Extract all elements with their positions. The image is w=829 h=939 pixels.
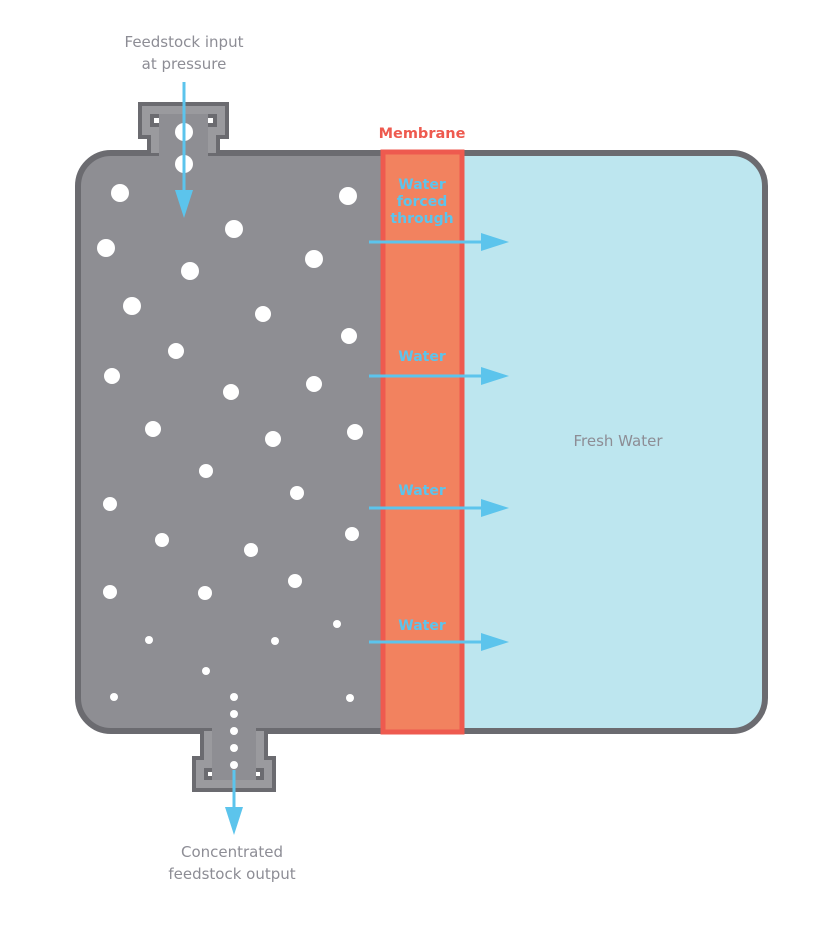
feedstock-input-label: Feedstock input at pressure: [104, 31, 264, 75]
membrane: [380, 149, 465, 735]
feedstock-input-label-line1: Feedstock input: [124, 33, 244, 51]
salt-particle: [305, 250, 323, 268]
water-flow-label: Water: [382, 618, 462, 635]
water-flow-label-line1: Water: [398, 483, 446, 499]
membrane-label: Membrane: [378, 126, 466, 142]
salt-particle: [103, 585, 117, 599]
salt-particle: [341, 328, 357, 344]
salt-particle: [111, 184, 129, 202]
salt-particle: [333, 620, 341, 628]
water-flow-label-line1: Water: [398, 618, 446, 634]
salt-particle: [265, 431, 281, 447]
salt-particle: [123, 297, 141, 315]
water-flow-label: Water: [382, 483, 462, 500]
particles: [97, 123, 363, 769]
salt-particle: [145, 636, 153, 644]
salt-particle: [168, 343, 184, 359]
salt-particle: [230, 693, 238, 701]
salt-particle: [345, 527, 359, 541]
salt-particle: [199, 464, 213, 478]
output-flow-arrow: [225, 770, 243, 835]
water-flow-label-line2: forced: [396, 194, 448, 210]
salt-particle: [230, 727, 238, 735]
fresh-water-label: Fresh Water: [573, 432, 663, 450]
salt-particle: [290, 486, 304, 500]
salt-particle: [347, 424, 363, 440]
salt-particle: [346, 694, 354, 702]
feedstock-output-label-line1: Concentrated: [180, 843, 283, 861]
salt-particle: [230, 744, 238, 752]
salt-particle: [230, 761, 238, 769]
input-flow-arrow: [175, 82, 193, 218]
water-flow-label: Water: [382, 349, 462, 366]
salt-particle: [97, 239, 115, 257]
salt-particle: [145, 421, 161, 437]
salt-particle: [339, 187, 357, 205]
salt-particle: [104, 368, 120, 384]
water-flow-arrow: [369, 633, 509, 651]
water-flow-arrow: [369, 367, 509, 385]
salt-particle: [223, 384, 239, 400]
salt-particle: [288, 574, 302, 588]
feedstock-output-label: Concentrated feedstock output: [152, 841, 312, 885]
salt-particle: [225, 220, 243, 238]
water-flow-arrow: [369, 233, 509, 251]
feedstock-output-label-line2: feedstock output: [168, 865, 296, 883]
salt-particle: [155, 533, 169, 547]
water-flow-label-line1: Water: [398, 349, 446, 365]
salt-particle: [198, 586, 212, 600]
water-flow-label-line3: through: [390, 211, 454, 227]
salt-particle: [271, 637, 279, 645]
arrows: [175, 82, 509, 835]
salt-particle: [306, 376, 322, 392]
water-flow-label: Water forced through: [382, 177, 462, 228]
water-flow-arrow: [369, 499, 509, 517]
salt-particle: [181, 262, 199, 280]
water-flow-label-line1: Water: [398, 177, 446, 193]
salt-particle: [110, 693, 118, 701]
salt-particle: [255, 306, 271, 322]
salt-particle: [202, 667, 210, 675]
feed-chamber: [78, 153, 383, 731]
salt-particle: [244, 543, 258, 557]
salt-particle: [103, 497, 117, 511]
feedstock-input-label-line2: at pressure: [141, 55, 227, 73]
fresh-water-chamber: [383, 153, 765, 731]
salt-particle: [230, 710, 238, 718]
